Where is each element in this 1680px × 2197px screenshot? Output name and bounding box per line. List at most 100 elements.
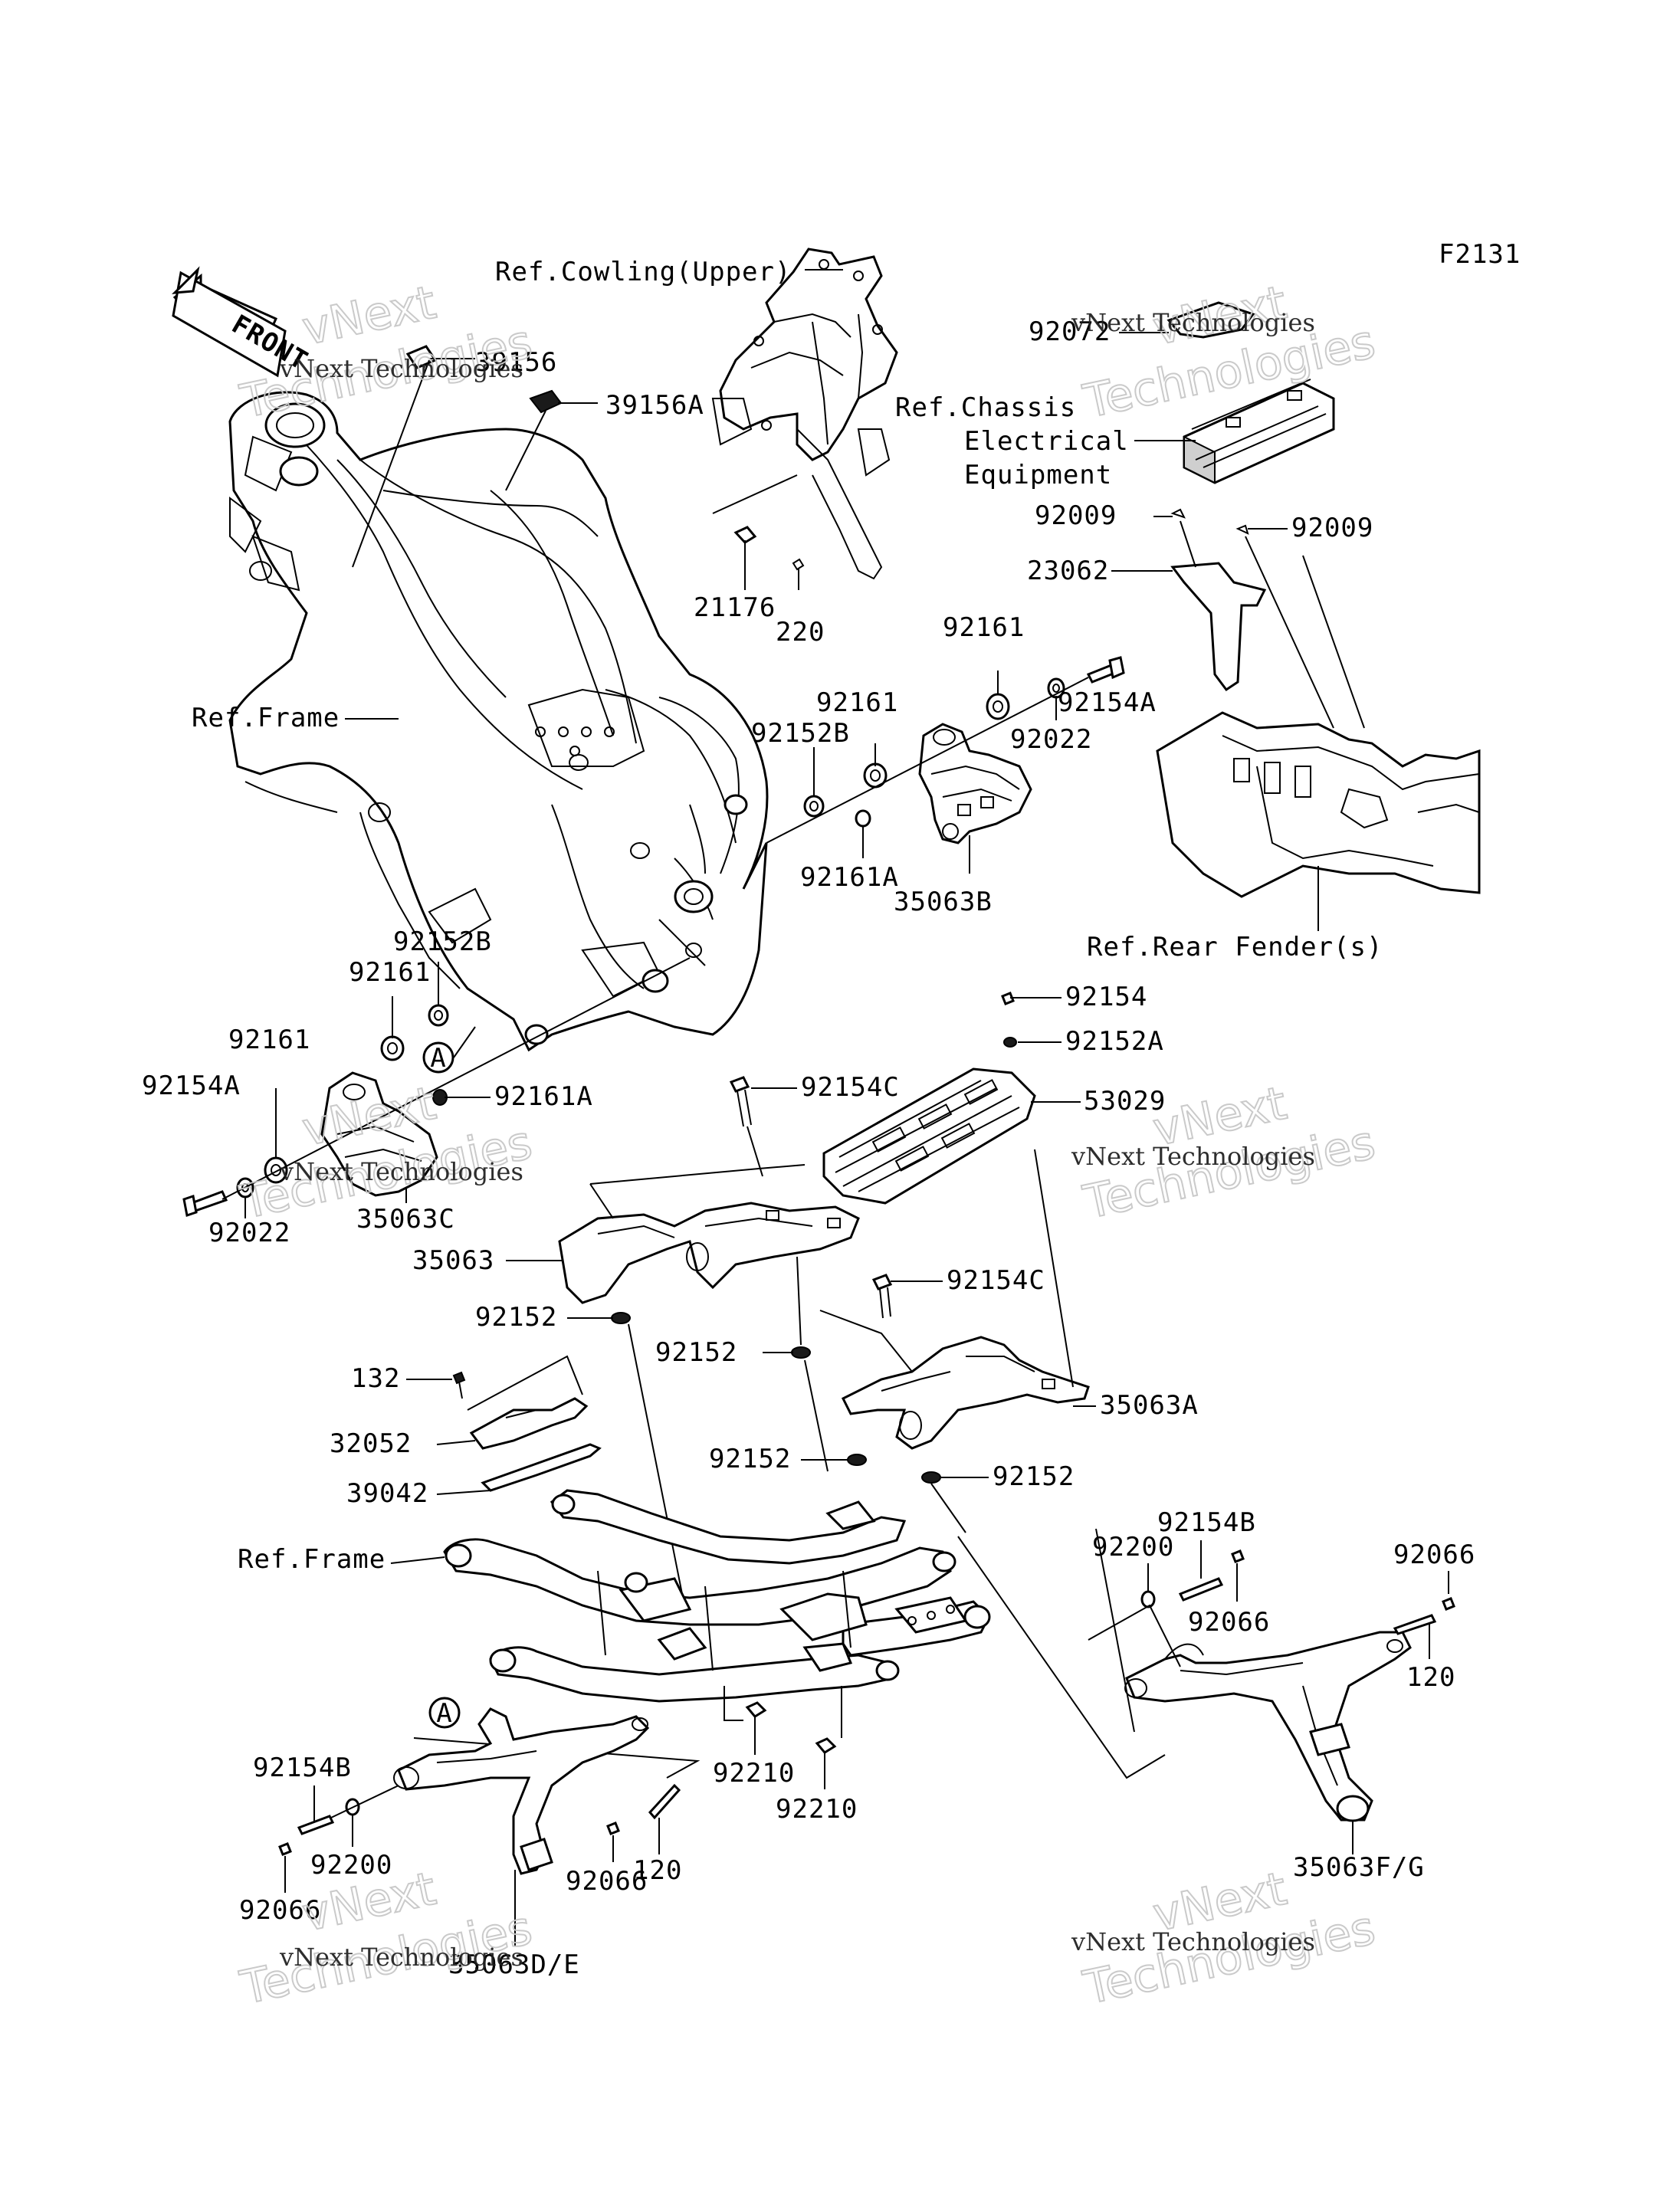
label-92200-left: 92200 (310, 1850, 392, 1881)
label-92161-left1: 92161 (349, 957, 431, 988)
label-92161A-top: 92161A (800, 862, 899, 893)
label-92154C-bottom: 92154C (947, 1265, 1045, 1296)
label-92152B-top: 92152B (751, 718, 850, 749)
nut-92152A (1003, 1037, 1017, 1048)
watermark-bl-line1: vNext Technologies (279, 1943, 523, 1972)
ref-cowling-upper: Ref.Cowling(Upper) (495, 257, 791, 287)
callout-a-bottom: A (428, 1697, 461, 1729)
bolt-92154B-right (1178, 1577, 1224, 1602)
label-35063FG: 35063F/G (1293, 1852, 1425, 1883)
label-92200-right: 92200 (1092, 1532, 1174, 1562)
plate-39042 (481, 1443, 602, 1492)
label-120-left: 120 (633, 1855, 682, 1886)
callout-a-top: A (422, 1041, 454, 1074)
label-39156: 39156 (475, 347, 557, 378)
label-92161-top1: 92161 (943, 612, 1025, 643)
watermark-bottom-right: vNext Technologies vNext Technologies (1071, 1861, 1380, 2016)
label-92152A: 92152A (1065, 1026, 1164, 1057)
label-120-right: 120 (1406, 1662, 1455, 1693)
bolt-92154A-left (182, 1190, 228, 1217)
label-92009-right: 92009 (1291, 513, 1373, 543)
battery-cover-92072 (1166, 301, 1255, 339)
label-92161A-left: 92161A (494, 1081, 593, 1112)
label-92022-left: 92022 (208, 1218, 290, 1248)
label-53029: 53029 (1084, 1086, 1166, 1117)
label-32052: 32052 (330, 1428, 412, 1459)
bolt-92009-right (1235, 524, 1249, 535)
label-39042: 39042 (346, 1478, 428, 1509)
label-92161-top2: 92161 (816, 687, 898, 718)
watermark-mr-line1: vNext Technologies (1071, 1142, 1315, 1171)
label-92152-2: 92152 (655, 1337, 737, 1368)
label-92066-left2: 92066 (566, 1866, 648, 1897)
watermark-tr-line1: vNext Technologies (1071, 308, 1315, 337)
label-35063DE: 35063D/E (448, 1949, 580, 1980)
bolt-92154B-left (297, 1815, 335, 1835)
label-92154: 92154 (1065, 982, 1147, 1012)
nut-92066-right2 (1442, 1597, 1455, 1611)
label-92152-4: 92152 (993, 1461, 1075, 1492)
ref-chassis-line2: Electrical (964, 426, 1129, 457)
rear-fender-drawing (1156, 711, 1481, 898)
watermark-ml-line1: vNext Technologies (279, 1157, 523, 1186)
watermark-bottom-left: vNext Technologies vNext Technologies (235, 1861, 538, 2016)
lower-frame-drawing (443, 1489, 991, 1703)
label-92072: 92072 (1029, 316, 1111, 347)
label-92009-left: 92009 (1035, 500, 1117, 531)
bolt-92154C-top (729, 1076, 752, 1127)
watermark-tl-line1: vNext Technologies (279, 354, 523, 383)
label-92154C-top: 92154C (801, 1072, 900, 1103)
washer-92200-right (1140, 1590, 1156, 1608)
bracket-35063A (841, 1336, 1090, 1450)
collar-92161-top1 (986, 693, 1010, 720)
label-35063B: 35063B (894, 887, 993, 917)
watermark-br-line1: vNext Technologies (1071, 1927, 1315, 1956)
label-92152-1: 92152 (475, 1302, 557, 1333)
bolt-120-left (648, 1783, 681, 1820)
footrest-bracket-35063FG (1124, 1631, 1412, 1822)
label-23062: 23062 (1027, 556, 1109, 586)
bracket-32052 (469, 1397, 589, 1450)
ref-chassis-line1: Ref.Chassis (895, 392, 1076, 423)
battery-bracket-23062 (1170, 562, 1267, 692)
label-92152B-left: 92152B (393, 926, 492, 957)
tray-53029 (822, 1067, 1036, 1205)
label-35063C: 35063C (356, 1204, 455, 1235)
label-92154A-left: 92154A (142, 1071, 241, 1101)
label-92066-right1: 92066 (1393, 1540, 1475, 1570)
footrest-bracket-35063DE (393, 1707, 650, 1875)
label-92152-3: 92152 (709, 1444, 791, 1474)
nut-92066-right1 (1231, 1549, 1245, 1563)
label-21176: 21176 (694, 592, 776, 623)
nut-92161A-top (855, 809, 871, 828)
label-92154B-left: 92154B (253, 1753, 352, 1783)
collar-92161-left2 (264, 1156, 288, 1184)
label-92154A-top: 92154A (1058, 687, 1157, 718)
washer-92152-3 (847, 1454, 867, 1466)
nut-92210-1 (745, 1701, 767, 1718)
bracket-35063 (558, 1202, 860, 1304)
ref-frame-bottom: Ref.Frame (238, 1544, 386, 1575)
bolt-132 (452, 1371, 466, 1399)
label-220: 220 (776, 617, 825, 648)
label-92022-top: 92022 (1010, 724, 1092, 755)
label-92066-left1: 92066 (239, 1895, 321, 1926)
bolt-92154A-top (1086, 656, 1125, 684)
nut-92066-left1 (278, 1842, 292, 1856)
nut-92210-2 (815, 1737, 837, 1754)
bolt-92154C-bottom (871, 1274, 893, 1319)
watermark-top-right: vNext Technologies vNext Technologies (1071, 275, 1380, 430)
label-92210-1: 92210 (713, 1758, 795, 1789)
screw-220 (792, 558, 805, 571)
label-92210-2: 92210 (776, 1794, 858, 1825)
ref-rear-fender: Ref.Rear Fender(s) (1087, 932, 1383, 962)
diagram-code: F2131 (1439, 239, 1521, 270)
label-92066-right2: 92066 (1188, 1607, 1270, 1638)
nut-92066-left2 (606, 1822, 620, 1835)
battery-drawing (1183, 379, 1335, 484)
bolt-92009-left (1170, 508, 1186, 519)
grommet-21176 (733, 526, 757, 544)
bolt-120-right (1393, 1614, 1437, 1635)
callout-a-bottom-label: A (436, 1698, 452, 1729)
